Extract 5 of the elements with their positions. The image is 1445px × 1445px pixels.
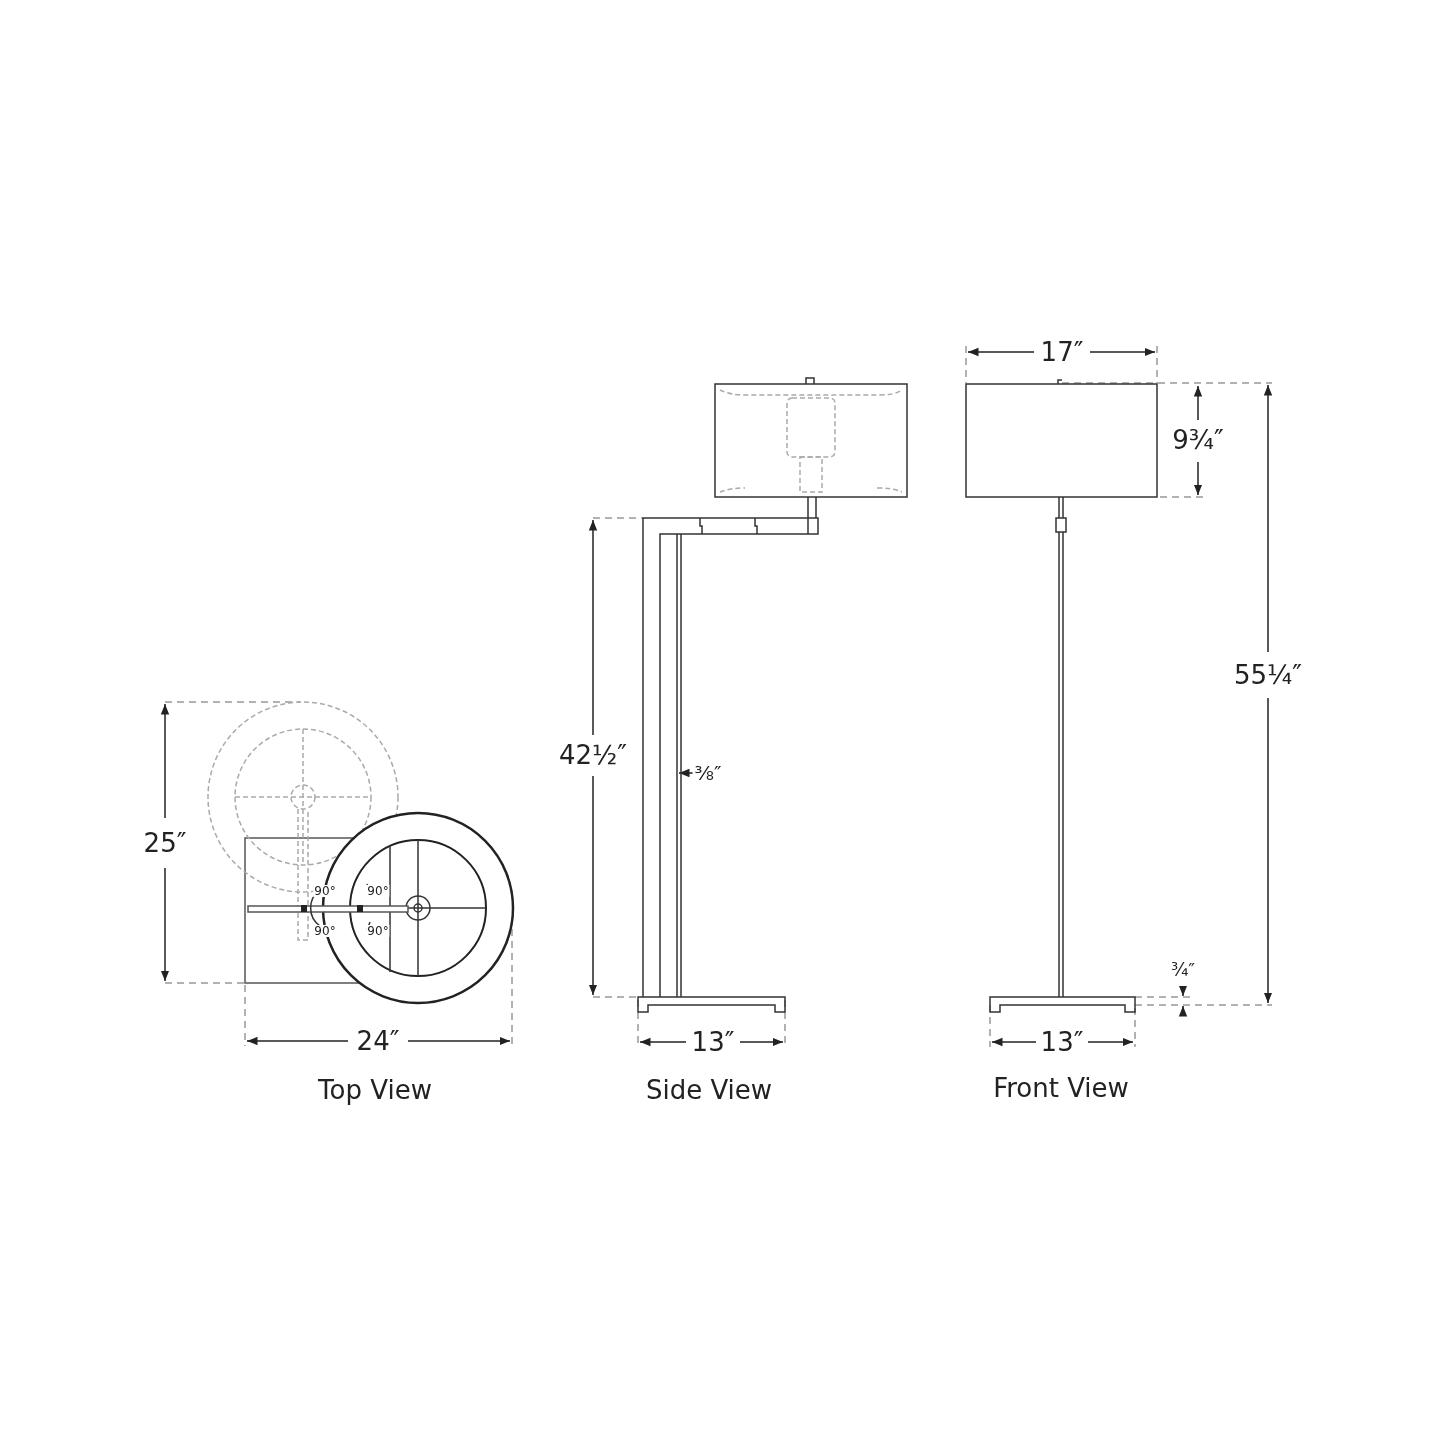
angle-label: 90° — [313, 925, 337, 937]
angle-label: 90° — [366, 925, 390, 937]
view-title: Top View — [316, 1076, 434, 1104]
angle-label: 90° — [366, 885, 390, 897]
angle-label: 90° — [313, 885, 337, 897]
